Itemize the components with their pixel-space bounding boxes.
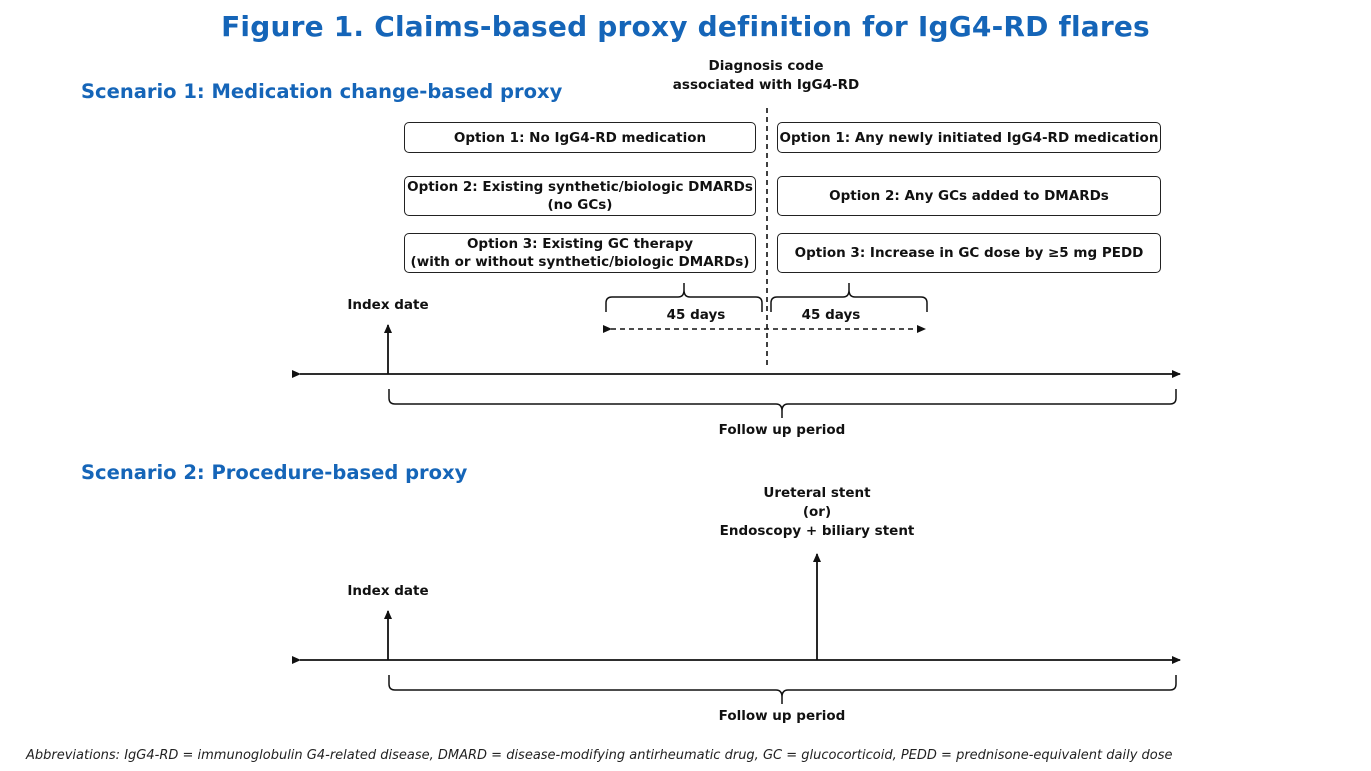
left-option-3-line1: Option 3: Existing GC therapy <box>466 236 694 252</box>
diagnosis-label-line1: Diagnosis code <box>708 58 824 74</box>
left-option-2-line2: (no GCs) <box>547 197 613 213</box>
s1-index-date-label: Index date <box>347 297 429 313</box>
s2-followup-brace <box>388 675 1177 704</box>
event-line2: (or) <box>802 504 832 520</box>
s1-followup-label: Follow up period <box>718 422 846 438</box>
window-before-brace <box>605 283 763 312</box>
scenario2-heading: Scenario 2: Procedure-based proxy <box>81 461 468 484</box>
left-option-2-line1: Option 2: Existing synthetic/biologic DM… <box>407 179 753 195</box>
right-option-1-text: Option 1: Any newly initiated IgG4-RD me… <box>779 129 1159 146</box>
diagnosis-label-line2: associated with IgG4-RD <box>672 77 860 93</box>
abbreviations-footnote: Abbreviations: IgG4-RD = immunoglobulin … <box>26 748 1173 763</box>
window-after-brace <box>770 283 928 312</box>
left-option-3-line2: (with or without synthetic/biologic DMAR… <box>410 254 750 270</box>
left-option-3-box: Option 3: Existing GC therapy (with or w… <box>404 233 756 273</box>
right-option-3-text: Option 3: Increase in GC dose by ≥5 mg P… <box>794 245 1144 261</box>
window-after-label: 45 days <box>801 307 861 323</box>
s1-followup-brace <box>388 389 1177 418</box>
left-option-1-box: Option 1: No IgG4-RD medication <box>404 122 756 153</box>
window-before-label: 45 days <box>666 307 726 323</box>
event-line1: Ureteral stent <box>763 485 871 501</box>
right-option-3-box: Option 3: Increase in GC dose by ≥5 mg P… <box>777 233 1161 273</box>
s2-index-date-label: Index date <box>347 583 429 599</box>
right-option-2-box: Option 2: Any GCs added to DMARDs <box>777 176 1161 216</box>
scenario1-heading: Scenario 1: Medication change-based prox… <box>81 80 563 103</box>
left-option-1-text: Option 1: No IgG4-RD medication <box>453 129 707 146</box>
figure-title: Figure 1. Claims-based proxy definition … <box>221 10 1150 43</box>
right-option-2-text: Option 2: Any GCs added to DMARDs <box>829 188 1109 204</box>
left-option-2-box: Option 2: Existing synthetic/biologic DM… <box>404 176 756 216</box>
event-line3: Endoscopy + biliary stent <box>719 523 915 539</box>
s2-followup-label: Follow up period <box>718 708 846 724</box>
right-option-1-box: Option 1: Any newly initiated IgG4-RD me… <box>777 122 1161 153</box>
procedure-event-label: Ureteral stent (or) Endoscopy + biliary … <box>706 484 928 541</box>
diagnosis-code-label: Diagnosis code associated with IgG4-RD <box>650 57 882 95</box>
